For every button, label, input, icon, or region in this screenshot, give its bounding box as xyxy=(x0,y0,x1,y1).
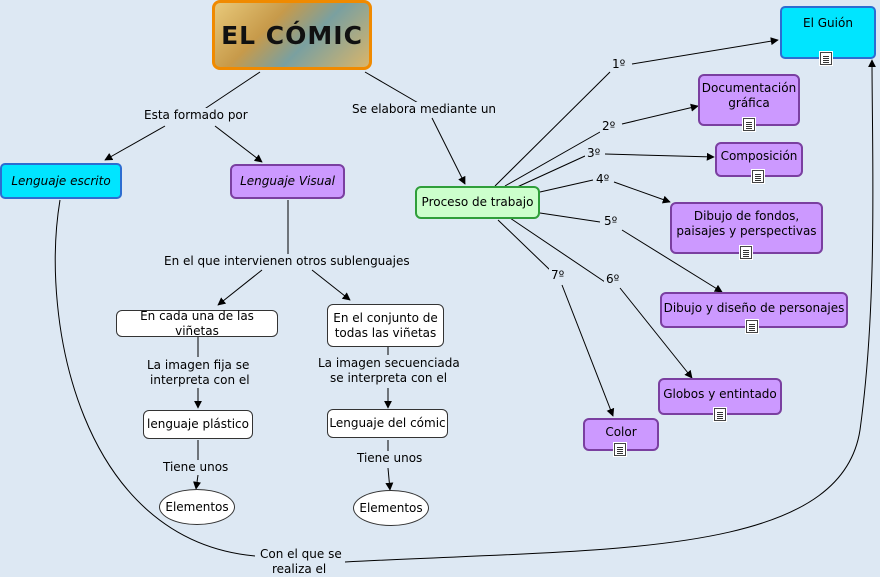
edge-1-guion xyxy=(631,37,779,65)
node-documentacion-label: Documentación gráfica xyxy=(701,81,797,110)
label-tiene-unos-2: Tiene unos xyxy=(355,451,425,466)
label-imagen-fija-2: interpreta con el xyxy=(148,373,252,388)
main-title: EL CÓMIC xyxy=(221,20,363,50)
edge-tiene-elementos1 xyxy=(193,474,201,490)
document-icon[interactable] xyxy=(752,170,764,183)
node-lenguaje-visual[interactable]: Lenguaje Visual xyxy=(230,164,345,199)
edge-title-esta xyxy=(199,71,261,113)
label-imagen-sec-1: La imagen secuenciada xyxy=(316,356,462,371)
node-lenguaje-visual-label: Lenguaje Visual xyxy=(240,174,335,188)
edge-title-elabora xyxy=(364,71,421,105)
node-proceso[interactable]: Proceso de trabajo xyxy=(415,186,540,219)
node-elementos-2[interactable]: Elementos xyxy=(353,490,429,526)
node-cada-vineta-label: En cada una de las viñetas xyxy=(140,308,254,338)
label-step-4: 4º xyxy=(594,172,612,187)
edge-5-personajes xyxy=(621,229,723,293)
document-icon[interactable] xyxy=(820,52,832,65)
edge-conque-guion xyxy=(344,59,877,563)
node-lenguaje-escrito-label: Lenguaje escrito xyxy=(11,173,111,188)
node-fondos-label: Dibujo de fondos, paisajes y perspectiva… xyxy=(676,209,817,238)
edge-intervienen-conjunto xyxy=(311,269,351,301)
document-icon[interactable] xyxy=(740,246,752,259)
edge-proceso-4 xyxy=(539,179,594,193)
node-color-label: Color xyxy=(605,425,637,439)
label-step-6: 6º xyxy=(604,272,622,287)
node-lenguaje-escrito[interactable]: Lenguaje escrito xyxy=(0,163,122,199)
node-conjunto-vinetas-label: En el conjunto de todas las viñetas xyxy=(333,310,438,340)
node-proceso-label: Proceso de trabajo xyxy=(421,195,534,209)
node-lenguaje-comic[interactable]: Lenguaje del cómic xyxy=(327,409,448,438)
edge-3-comp xyxy=(604,152,715,161)
document-icon[interactable] xyxy=(746,320,758,333)
node-cada-vineta[interactable]: En cada una de las viñetas xyxy=(116,308,278,338)
label-intervienen: En el que intervienen otros sublenguajes xyxy=(162,254,412,269)
node-globos-label: Globos y entintado xyxy=(663,387,777,401)
label-imagen-fija-1: La imagen fija se xyxy=(145,358,252,373)
label-step-5: 5º xyxy=(602,214,620,229)
edge-esta-visual xyxy=(214,125,263,163)
edge-proceso-7 xyxy=(497,219,551,271)
node-lenguaje-plastico[interactable]: lenguaje plástico xyxy=(143,410,253,439)
edge-intervienen-cada xyxy=(217,269,263,306)
node-elementos-1[interactable]: Elementos xyxy=(159,489,235,525)
node-lenguaje-comic-label: Lenguaje del cómic xyxy=(329,416,446,430)
node-composicion-label: Composición xyxy=(720,149,798,163)
label-step-2: 2º xyxy=(600,119,618,134)
node-guion-label: El Guión xyxy=(803,16,853,30)
main-title-box[interactable]: EL CÓMIC xyxy=(212,0,372,70)
label-imagen-sec-2: se interpreta con el xyxy=(328,371,450,386)
document-icon[interactable] xyxy=(614,443,626,456)
edge-proceso-3 xyxy=(514,155,586,189)
edge-7-color xyxy=(561,284,615,417)
edge-6-globos xyxy=(619,287,693,379)
edge-proceso-1 xyxy=(494,71,611,187)
edge-proceso-5 xyxy=(539,212,601,223)
label-se-elabora: Se elabora mediante un xyxy=(350,102,499,117)
edge-4-fondos xyxy=(613,181,671,204)
label-tiene-unos-1: Tiene unos xyxy=(161,460,231,475)
node-elementos-2-label: Elementos xyxy=(359,500,423,515)
node-guion[interactable]: El Guión xyxy=(780,6,876,59)
edge-esta-escrito xyxy=(104,125,166,161)
node-conjunto-vinetas[interactable]: En el conjunto de todas las viñetas xyxy=(327,304,444,347)
label-con-el-que-2: realiza el xyxy=(270,562,329,577)
label-step-3: 3º xyxy=(585,146,603,161)
node-elementos-1-label: Elementos xyxy=(165,499,229,514)
node-documentacion[interactable]: Documentación gráfica xyxy=(698,74,800,126)
label-esta-formado: Esta formado por xyxy=(142,108,250,123)
label-step-1: 1º xyxy=(610,57,628,72)
edge-elabora-proceso xyxy=(431,117,466,185)
node-lenguaje-plastico-label: lenguaje plástico xyxy=(147,417,249,431)
document-icon[interactable] xyxy=(714,408,726,421)
edge-tiene-elementos2 xyxy=(385,467,394,491)
edge-proceso-6 xyxy=(509,217,606,283)
edge-proceso-2 xyxy=(504,131,601,187)
label-step-7: 7º xyxy=(549,268,567,283)
edge-escrito-conque xyxy=(54,199,256,557)
node-personajes-label: Dibujo y diseño de personajes xyxy=(663,300,845,315)
label-con-el-que-1: Con el que se xyxy=(258,547,344,562)
edge-2-doc xyxy=(621,103,699,125)
document-icon[interactable] xyxy=(743,118,755,131)
